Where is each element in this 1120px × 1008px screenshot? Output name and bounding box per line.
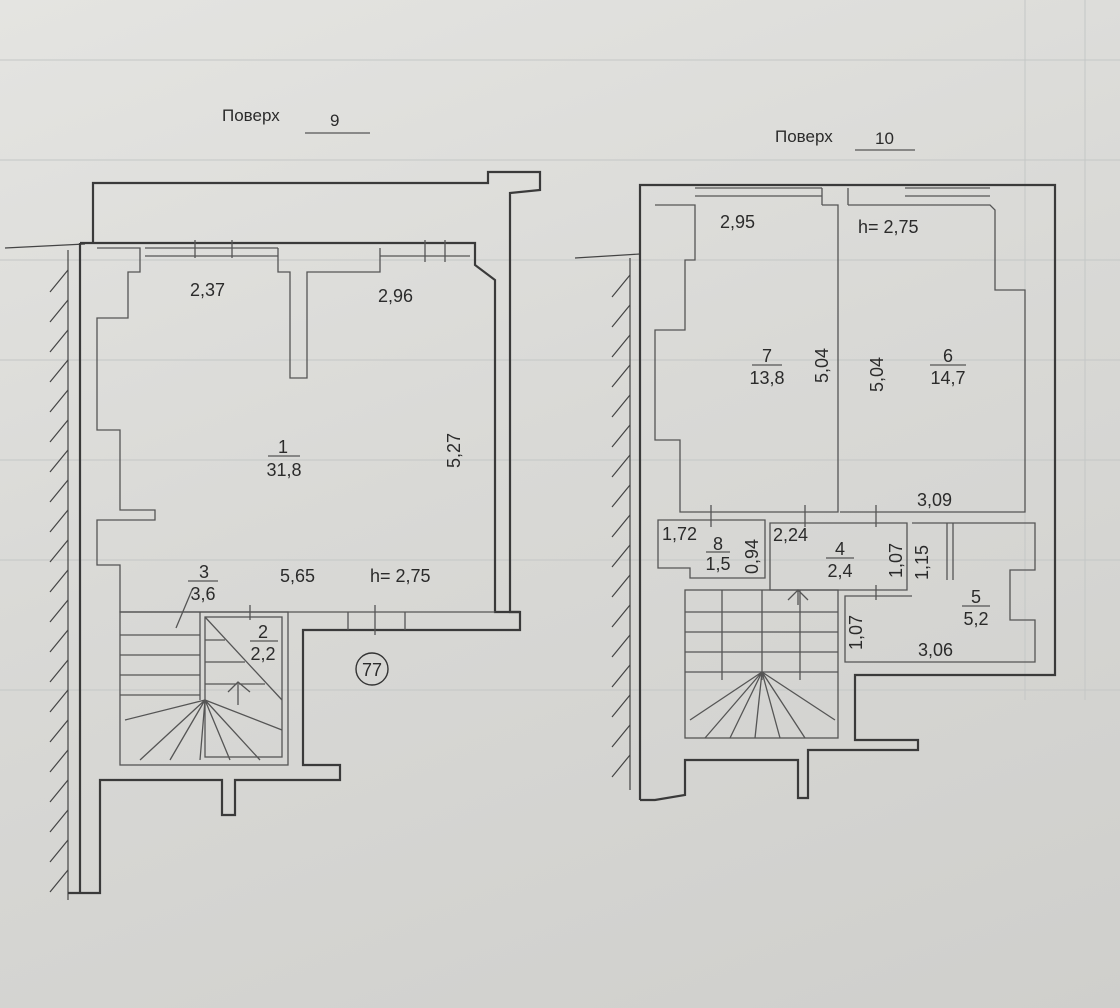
dimension-label: 1,07 <box>886 543 906 578</box>
floor-10-number: 10 <box>875 129 894 148</box>
floor-10-label: Поверх <box>775 127 833 146</box>
room-1-number: 1 <box>278 437 288 457</box>
room-7-area: 13,8 <box>749 368 784 388</box>
room-8-area: 1,5 <box>705 554 730 574</box>
floor-9-number: 9 <box>330 111 339 130</box>
ceiling-height-label: h= 2,75 <box>370 566 431 586</box>
dimension-label: 3,06 <box>918 640 953 660</box>
dimension-label: 2,96 <box>378 286 413 306</box>
room-3-area: 3,6 <box>190 584 215 604</box>
ceiling-height-label: h= 2,75 <box>858 217 919 237</box>
room-4-area: 2,4 <box>827 561 852 581</box>
dimension-label: 2,24 <box>773 525 808 545</box>
floor-9-plan: Поверх 9 1 31,8 2 2,2 <box>4 106 542 900</box>
room-2-area: 2,2 <box>250 644 275 664</box>
dimension-label: 3,09 <box>917 490 952 510</box>
floor-10-plan: Поверх 10 7 13,8 6 14,7 8 1,5 <box>574 127 1057 802</box>
room-8-number: 8 <box>713 534 723 554</box>
hatched-exterior-wall <box>4 243 86 900</box>
room-1-area: 31,8 <box>266 460 301 480</box>
dimension-label: 0,94 <box>742 539 762 574</box>
room-5-area: 5,2 <box>963 609 988 629</box>
dimension-label: 1,07 <box>846 615 866 650</box>
dimension-label: 5,27 <box>444 433 464 468</box>
room-5-number: 5 <box>971 587 981 607</box>
room-4-number: 4 <box>835 539 845 559</box>
apartment-number: 77 <box>362 660 382 680</box>
dimension-label: 2,37 <box>190 280 225 300</box>
floor-9-label: Поверх <box>222 106 280 125</box>
dimension-label: 5,65 <box>280 566 315 586</box>
dimension-label: 5,04 <box>867 357 887 392</box>
staircase-floor-9 <box>119 589 289 766</box>
room-3-number: 3 <box>199 562 209 582</box>
apartment-number-circle <box>355 652 389 686</box>
dimension-label: 1,15 <box>912 545 932 580</box>
room-6-area: 14,7 <box>930 368 965 388</box>
staircase-floor-10 <box>684 589 839 739</box>
room-6-number: 6 <box>943 346 953 366</box>
dimension-label: 5,04 <box>812 348 832 383</box>
room-7-number: 7 <box>762 346 772 366</box>
dimension-label: 1,72 <box>662 524 697 544</box>
hatched-exterior-wall <box>574 253 641 790</box>
room-2-number: 2 <box>258 622 268 642</box>
dimension-label: 2,95 <box>720 212 755 232</box>
